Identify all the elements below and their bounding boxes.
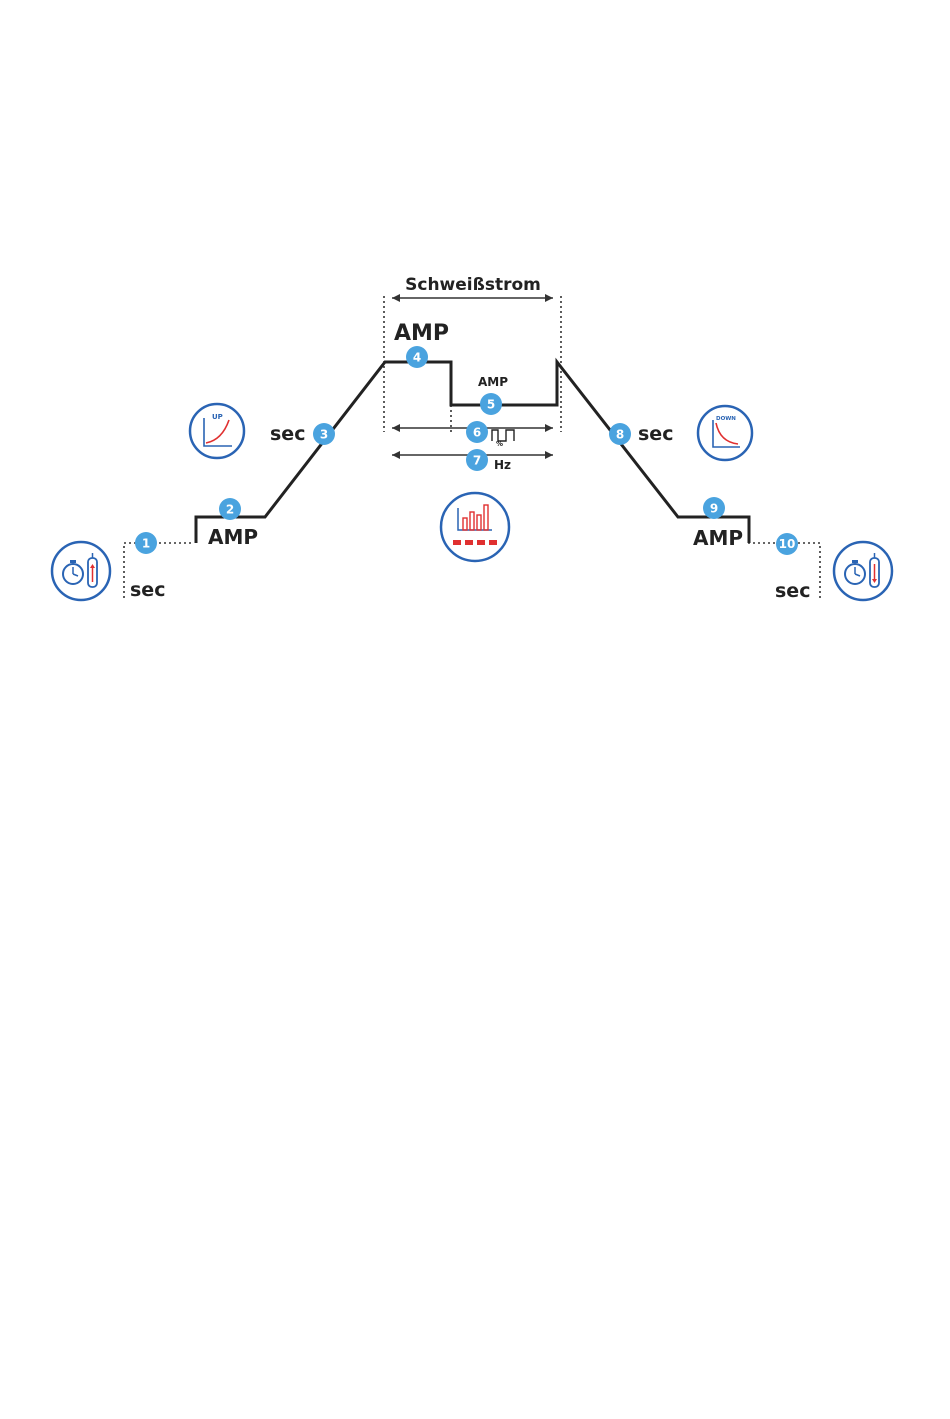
pre-gas-icon [52,542,110,600]
post-gas-icon [834,542,892,600]
start-amp-label: AMP [208,525,258,549]
svg-text:10: 10 [779,537,796,551]
down-text: DOWN [716,416,736,422]
svg-text:7: 7 [473,454,481,468]
svg-text:4: 4 [413,351,421,365]
svg-text:8: 8 [616,428,624,442]
badge-9: 9 [703,497,725,519]
svg-text:9: 9 [710,502,718,516]
up-text: UP [212,413,223,421]
pulse-chart-icon [441,493,509,561]
end-amp-label: AMP [693,526,743,550]
downslope-sec-label: sec [638,423,673,445]
badge-3: 3 [313,423,335,445]
svg-text:5: 5 [487,398,495,412]
badge-5: 5 [480,393,502,415]
badge-1: 1 [135,532,157,554]
svg-text:1: 1 [142,537,150,551]
svg-text:3: 3 [320,428,328,442]
badge-6: 6 [466,421,488,443]
schweissstrom-title: Schweißstrom [405,275,541,295]
frequency-hz-label: Hz [494,458,511,472]
pulse-waveform-icon: % [492,430,514,448]
badge-10: 10 [776,533,798,555]
badge-7: 7 [466,449,488,471]
badge-2: 2 [219,498,241,520]
svg-text:6: 6 [473,426,481,440]
upslope-icon: UP [190,404,244,458]
base-amp-label: AMP [478,375,508,389]
downslope-icon: DOWN [698,406,752,460]
upslope-sec-label: sec [270,423,305,445]
peak-amp-label: AMP [394,321,449,346]
badge-8: 8 [609,423,631,445]
badge-4: 4 [406,346,428,368]
pre-gas-sec-label: sec [130,579,165,601]
svg-text:2: 2 [226,503,234,517]
schweissstrom-arrow [392,294,553,302]
post-gas-sec-label: sec [775,580,810,602]
percent-symbol: % [496,440,503,448]
